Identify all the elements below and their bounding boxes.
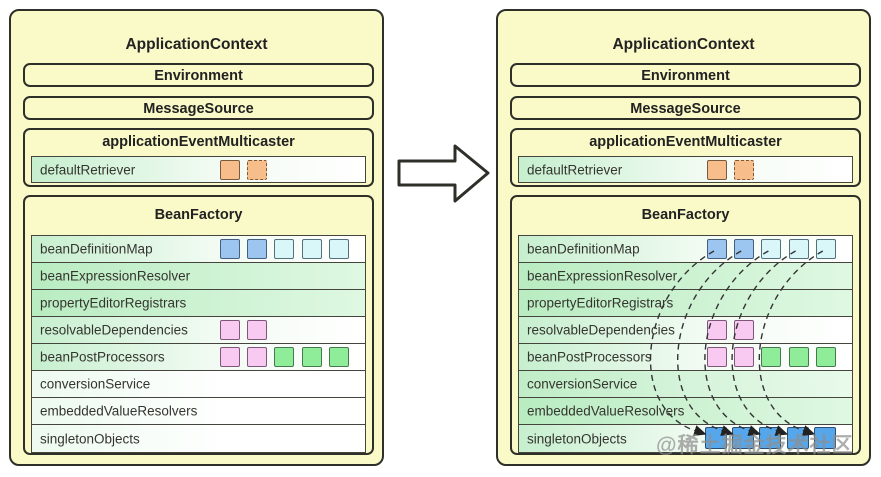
row-label: propertyEditorRegistrars bbox=[527, 295, 674, 311]
orange-square bbox=[707, 160, 727, 180]
row-label: beanDefinitionMap bbox=[527, 241, 640, 257]
row-beanExpressionResolver: beanExpressionResolver bbox=[519, 263, 852, 290]
blue-square bbox=[247, 239, 268, 259]
row-beanPostProcessors: beanPostProcessors bbox=[32, 344, 365, 371]
row-default-retriever: defaultRetriever bbox=[518, 156, 853, 183]
row-conversionService: conversionService bbox=[32, 371, 365, 398]
row-label: defaultRetriever bbox=[40, 162, 136, 177]
cyan-square bbox=[815, 239, 836, 259]
row-beanExpressionResolver: beanExpressionResolver bbox=[32, 263, 365, 290]
box-messagesource: MessageSource bbox=[23, 96, 374, 120]
box-label: MessageSource bbox=[630, 101, 741, 117]
bean-factory-rows: beanDefinitionMap beanExpressionResolver p… bbox=[518, 235, 853, 453]
row-conversionService: conversionService bbox=[519, 371, 852, 398]
row-beanDefinitionMap: beanDefinitionMap bbox=[32, 236, 365, 263]
transform-arrow-icon bbox=[397, 144, 490, 203]
row-embeddedValueResolvers: embeddedValueResolvers bbox=[32, 398, 365, 425]
pink-square bbox=[220, 320, 240, 340]
diagram-title: ApplicationContext bbox=[125, 36, 268, 53]
row-propertyEditorRegistrars: propertyEditorRegistrars bbox=[519, 290, 852, 317]
row-label: defaultRetriever bbox=[527, 162, 623, 177]
box-label: Environment bbox=[641, 68, 730, 84]
row-label: singletonObjects bbox=[527, 431, 627, 446]
row-beanDefinitionMap: beanDefinitionMap bbox=[519, 236, 852, 263]
box-environment: Environment bbox=[23, 63, 374, 87]
pink-square bbox=[734, 320, 755, 340]
cyan-square bbox=[301, 239, 322, 259]
row-resolvableDependencies: resolvableDependencies bbox=[32, 317, 365, 344]
green-square bbox=[328, 347, 349, 367]
row-label: beanDefinitionMap bbox=[40, 241, 153, 257]
watermark: @稀土掘金技术社区 bbox=[656, 434, 854, 457]
row-label: resolvableDependencies bbox=[527, 322, 675, 338]
box-environment: Environment bbox=[510, 63, 861, 87]
pink-square bbox=[707, 320, 727, 340]
cyan-square bbox=[761, 239, 782, 259]
green-square bbox=[301, 347, 322, 367]
pink-square bbox=[247, 347, 268, 367]
row-label: resolvableDependencies bbox=[40, 322, 188, 338]
row-label: propertyEditorRegistrars bbox=[40, 295, 187, 311]
row-singletonObjects: singletonObjects bbox=[32, 425, 365, 452]
row-label: singletonObjects bbox=[40, 431, 140, 446]
box-application-event-multicaster: applicationEventMulticaster defaultRetrie… bbox=[23, 128, 374, 187]
row-resolvableDependencies: resolvableDependencies bbox=[519, 317, 852, 344]
pink-square bbox=[734, 347, 755, 367]
box-label: MessageSource bbox=[143, 101, 254, 117]
green-square bbox=[815, 347, 836, 367]
dodger-square bbox=[813, 427, 836, 449]
orange-square bbox=[220, 160, 240, 180]
orange-square-dashed bbox=[247, 160, 268, 180]
box-application-event-multicaster: applicationEventMulticaster defaultRetrie… bbox=[510, 128, 861, 187]
cyan-square bbox=[274, 239, 295, 259]
row-label: conversionService bbox=[527, 376, 638, 392]
box-bean-factory: BeanFactory beanDefinitionMap beanExpressi… bbox=[510, 195, 861, 455]
row-beanPostProcessors: beanPostProcessors bbox=[519, 344, 852, 371]
green-square bbox=[761, 347, 782, 367]
row-propertyEditorRegistrars: propertyEditorRegistrars bbox=[32, 290, 365, 317]
blue-square bbox=[707, 239, 727, 259]
green-square bbox=[788, 347, 809, 367]
green-square bbox=[274, 347, 295, 367]
pink-square bbox=[707, 347, 727, 367]
row-label: beanPostProcessors bbox=[40, 349, 165, 365]
bean-factory-title: BeanFactory bbox=[154, 207, 243, 223]
row-default-retriever: defaultRetriever bbox=[31, 156, 366, 183]
orange-square-dashed bbox=[734, 160, 755, 180]
blue-square bbox=[220, 239, 240, 259]
row-label: beanPostProcessors bbox=[527, 349, 652, 365]
blue-square bbox=[734, 239, 755, 259]
pink-square bbox=[220, 347, 240, 367]
row-embeddedValueResolvers: embeddedValueResolvers bbox=[519, 398, 852, 425]
multicaster-title: applicationEventMulticaster bbox=[589, 134, 782, 150]
row-label: conversionService bbox=[40, 376, 151, 392]
row-label: beanExpressionResolver bbox=[40, 268, 191, 284]
row-label: embeddedValueResolvers bbox=[40, 403, 198, 419]
cyan-square bbox=[788, 239, 809, 259]
row-label: embeddedValueResolvers bbox=[527, 403, 685, 419]
row-label: beanExpressionResolver bbox=[527, 268, 678, 284]
box-bean-factory: BeanFactory beanDefinitionMap beanExpressi… bbox=[23, 195, 374, 455]
bean-factory-rows: beanDefinitionMap beanExpressionResolver p… bbox=[31, 235, 366, 453]
bean-factory-title: BeanFactory bbox=[641, 207, 730, 223]
box-label: Environment bbox=[154, 68, 243, 84]
cyan-square bbox=[328, 239, 349, 259]
pink-square bbox=[247, 320, 268, 340]
diagram-title: ApplicationContext bbox=[612, 36, 755, 53]
multicaster-title: applicationEventMulticaster bbox=[102, 134, 295, 150]
box-messagesource: MessageSource bbox=[510, 96, 861, 120]
